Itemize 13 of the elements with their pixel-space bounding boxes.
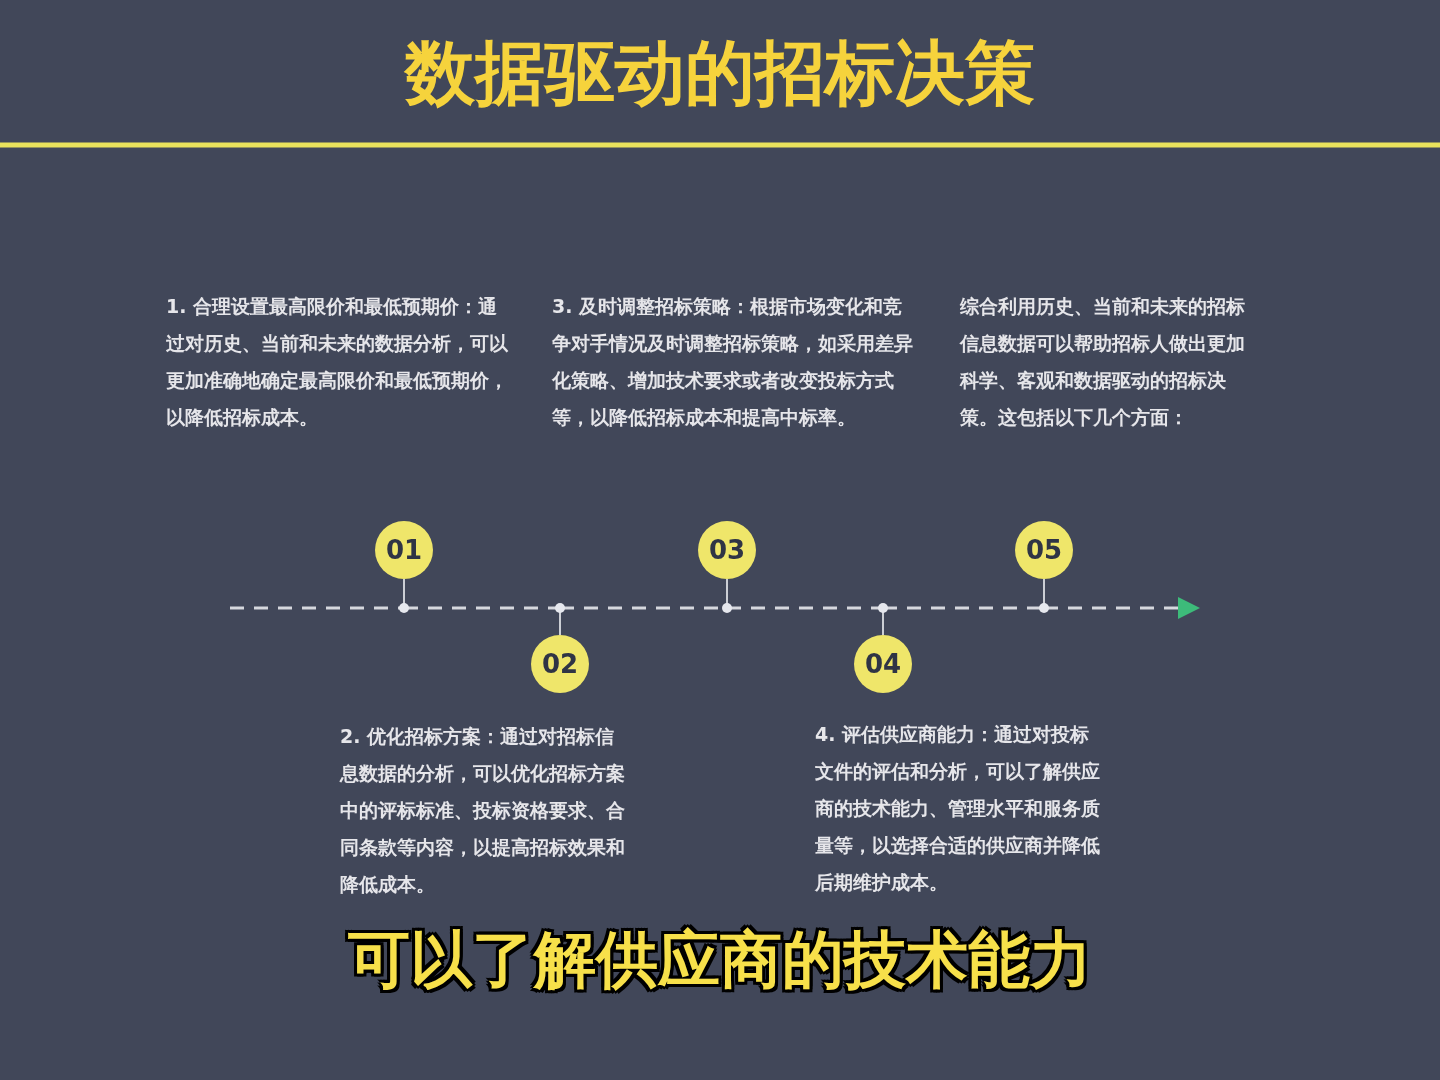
step-description: 4. 评估供应商能力：通过对投标文件的评估和分析，可以了解供应商的技术能力、管理水平和服务质量等，以选择合适的供应商并降低后期维护成本。	[815, 722, 1101, 895]
step-number-circle: 03	[698, 521, 756, 579]
step-description: 3. 及时调整招标策略：根据市场变化和竞争对手情况及时调整招标策略，如采用差异化策略、增加技术要求或者改变投标方式等，以降低招标成本和提高中标率。	[552, 294, 914, 430]
step-number-circle: 01	[375, 521, 433, 579]
step-description: 2. 优化招标方案：通过对招标信息数据的分析，可以优化招标方案中的评标标准、投标资格要求、合同条款等内容，以提高招标效果和降低成本。	[340, 724, 626, 897]
step-description: 综合利用历史、当前和未来的招标信息数据可以帮助招标人做出更加科学、客观和数据驱动的招标决策。这包括以下几个方面：	[960, 294, 1246, 430]
title: 数据驱动的招标决策	[403, 31, 1036, 116]
timeline-line	[1043, 578, 1200, 619]
step-number-circle: 02	[531, 635, 589, 693]
step-number-circle: 05	[1015, 521, 1073, 579]
step-number-circle: 04	[854, 635, 912, 693]
step-description: 1. 合理设置最高限价和最低预期价：通过对历史、当前和未来的数据分析，可以更加准确地确定最高限价和最低预期价，以降低招标成本。	[166, 294, 509, 430]
subtitle-caption: 可以了解供应商的技术能力	[347, 922, 1093, 998]
